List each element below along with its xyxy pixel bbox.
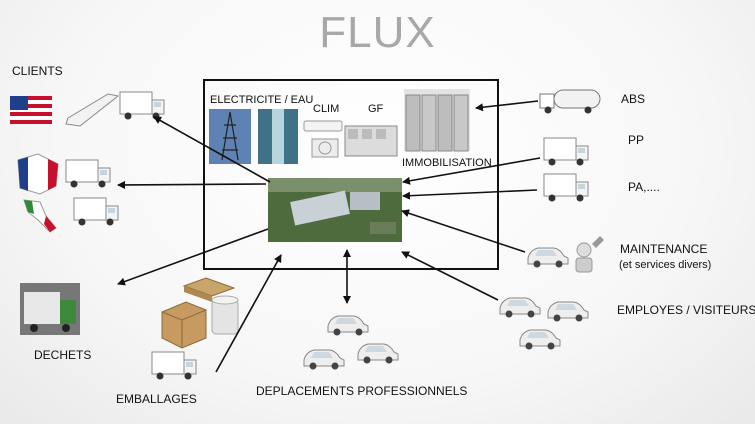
label-pp: PP xyxy=(628,133,645,147)
label-immobilisation: IMMOBILISATION xyxy=(402,157,492,169)
label-dechets: DECHETS xyxy=(34,348,92,362)
ship-icon xyxy=(65,93,120,127)
arrow-from-employes xyxy=(401,251,499,301)
truck-icon xyxy=(119,91,165,120)
arrow-from-maintenance xyxy=(401,209,526,253)
car-icon xyxy=(527,247,569,268)
arrow-from-emballages xyxy=(215,254,282,373)
mechanic-icon xyxy=(575,236,604,273)
arrow-from-pa xyxy=(402,189,538,200)
arrow-to-dechets xyxy=(117,228,269,286)
arrow-to-clients-usa xyxy=(153,116,271,183)
label-employes: EMPLOYES / VISITEURS xyxy=(617,303,755,317)
chiller-icon xyxy=(344,125,398,157)
truck-icon xyxy=(73,197,119,226)
foam-roll-icon xyxy=(211,295,239,335)
truck-icon xyxy=(65,159,111,188)
car-icon xyxy=(499,297,541,318)
silo-icon xyxy=(404,89,470,152)
label-gf: GF xyxy=(368,103,384,115)
usa-flag-icon xyxy=(10,96,52,124)
pallet-icon xyxy=(182,277,236,302)
arrow-to-clients-france xyxy=(117,180,267,189)
center-box xyxy=(203,79,499,270)
label-emballages: EMBALLAGES xyxy=(116,392,197,406)
truck-icon xyxy=(543,173,589,202)
label-clients: CLIENTS xyxy=(12,64,63,78)
car-icon xyxy=(519,329,561,350)
tanker-truck-icon xyxy=(539,89,601,114)
label-clim: CLIM xyxy=(313,103,340,115)
label-abs: ABS xyxy=(621,92,646,106)
label-pa: PA,.... xyxy=(628,180,660,194)
label-maintenance: MAINTENANCE xyxy=(620,242,708,256)
truck-icon xyxy=(151,351,197,380)
pylon-icon xyxy=(209,109,251,164)
label-deplacements: DEPLACEMENTS PROFESSIONNELS xyxy=(256,384,468,398)
truck-icon xyxy=(543,137,589,166)
page-title: FLUX xyxy=(319,8,436,57)
arrow-from-pp xyxy=(402,157,541,185)
label-maintenance-sub: (et services divers) xyxy=(619,259,712,271)
car-icon xyxy=(547,301,589,322)
arrow-from-abs xyxy=(475,100,539,112)
water-icon xyxy=(258,109,298,164)
factory-aerial-icon xyxy=(268,178,402,242)
box-icon xyxy=(161,301,207,349)
garbage-truck-icon xyxy=(20,283,80,335)
air-conditioner-icon xyxy=(303,120,343,158)
france-flag-icon xyxy=(17,153,59,195)
car-icon xyxy=(303,349,345,370)
car-icon xyxy=(327,315,369,336)
car-icon xyxy=(357,343,399,364)
italy-flag-icon xyxy=(23,199,57,233)
label-electricite: ELECTRICITE / EAU xyxy=(210,94,314,106)
